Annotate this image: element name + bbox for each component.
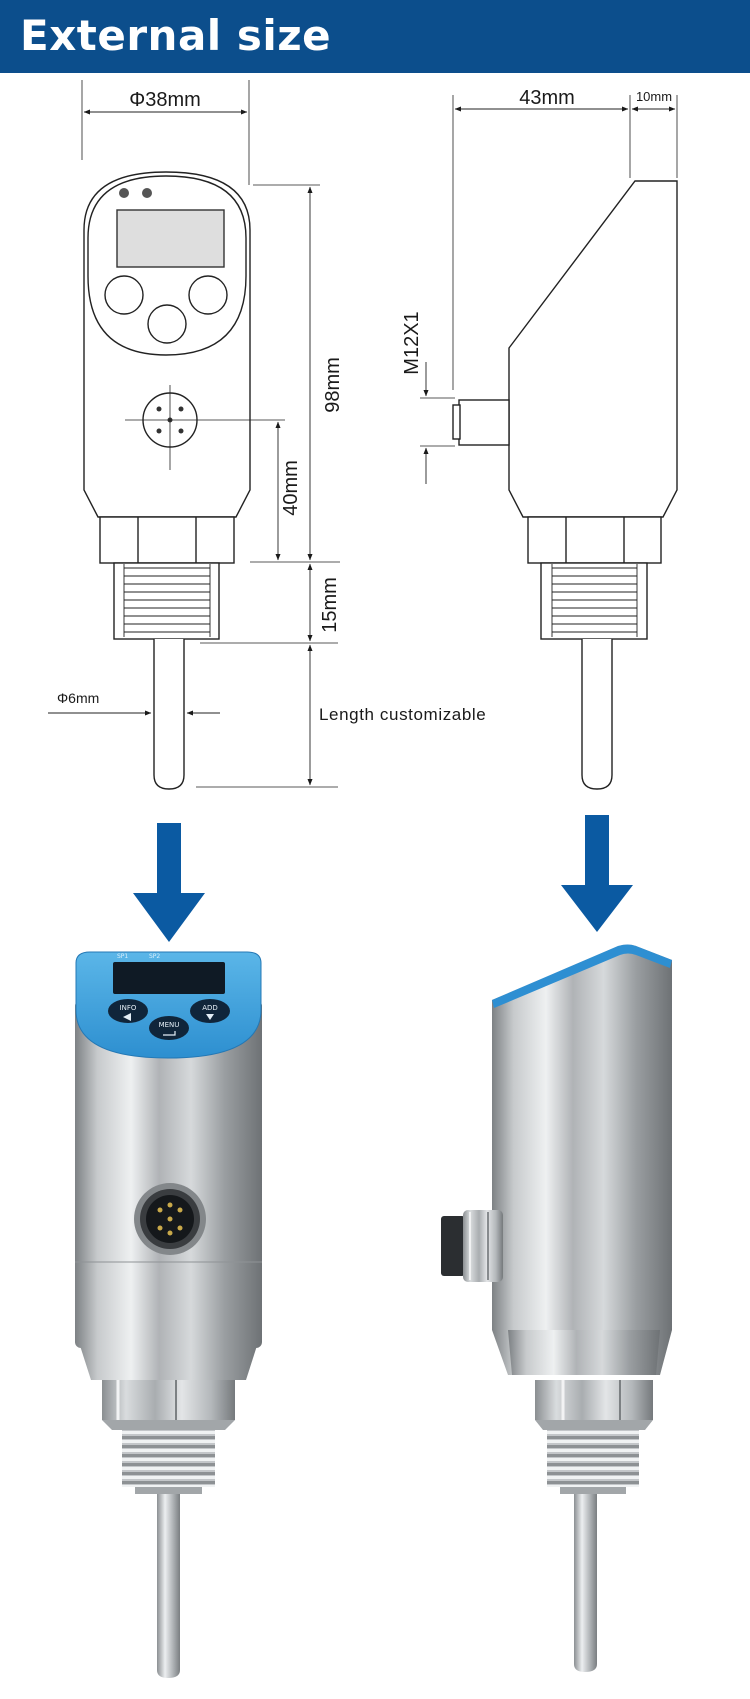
connector-offset-label: 40mm	[280, 460, 302, 516]
connector-depth-label: 10mm	[636, 89, 672, 104]
down-arrow-icon	[133, 823, 205, 942]
front-view-photo: SP1 SP2 INFO MENU ADD	[75, 951, 262, 1678]
total-height-label: 98mm	[322, 357, 344, 413]
thread-length-label: 15mm	[319, 577, 341, 633]
add-button-label: ADD	[202, 1004, 218, 1012]
button-outline	[104, 275, 144, 315]
body-depth-label: 43mm	[519, 87, 575, 109]
info-button	[108, 999, 148, 1023]
led-indicator	[119, 188, 129, 198]
probe-length-note: Length customizable	[319, 705, 486, 724]
header-banner: External size	[0, 0, 750, 73]
connector-type-label: M12X1	[401, 311, 423, 374]
page-title: External size	[20, 11, 332, 60]
info-button-label: INFO	[120, 1004, 137, 1012]
triangle-down-icon	[206, 1014, 214, 1020]
triangle-left-icon	[123, 1013, 131, 1021]
side-view-photo	[441, 944, 672, 1672]
enter-icon	[163, 1031, 176, 1036]
button-outline	[188, 275, 228, 315]
led-label: SP1	[117, 953, 128, 960]
front-view-drawing	[48, 80, 340, 790]
body-diameter-label: Φ38mm	[129, 89, 201, 111]
display-window	[116, 209, 225, 268]
led-indicator	[142, 188, 152, 198]
led-label: SP2	[149, 953, 160, 960]
add-button	[190, 999, 230, 1023]
side-view-drawing	[420, 95, 678, 790]
down-arrow-icon	[561, 815, 633, 932]
button-outline	[147, 304, 187, 344]
probe-diameter-label: Φ6mm	[57, 690, 99, 706]
menu-button-label: MENU	[159, 1021, 180, 1029]
menu-button	[149, 1016, 189, 1040]
device-display	[113, 962, 225, 994]
